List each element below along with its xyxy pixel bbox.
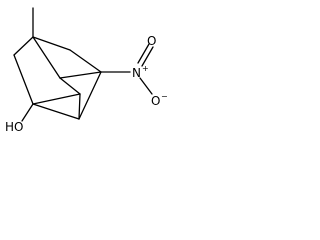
bond — [59, 77, 81, 95]
bond — [32, 36, 71, 51]
bond — [32, 93, 81, 105]
nitro-nitrogen-charge: + — [142, 64, 149, 73]
bond — [13, 36, 34, 56]
hydroxyl-label: HO — [5, 120, 23, 134]
bond — [59, 71, 102, 79]
molecule-structure: N + O O − HO — [5, 7, 168, 134]
bond — [13, 54, 34, 105]
bond — [32, 36, 61, 79]
bond — [78, 93, 81, 120]
n-o-double-bond — [141, 46, 154, 67]
bond — [32, 103, 80, 120]
bond — [78, 71, 102, 120]
nitro-nitrogen-label: N — [132, 66, 141, 80]
n-o-double-bond — [137, 43, 150, 64]
hydroxyl-bond — [21, 103, 34, 122]
nitro-oxygen-charge: − — [161, 92, 168, 101]
bond — [69, 49, 102, 73]
adamantane-cage — [13, 36, 102, 120]
n-o-single-bond — [139, 77, 153, 95]
nitro-oxygen-double-label: O — [147, 34, 156, 48]
nitro-oxygen-single-label: O — [151, 94, 160, 108]
